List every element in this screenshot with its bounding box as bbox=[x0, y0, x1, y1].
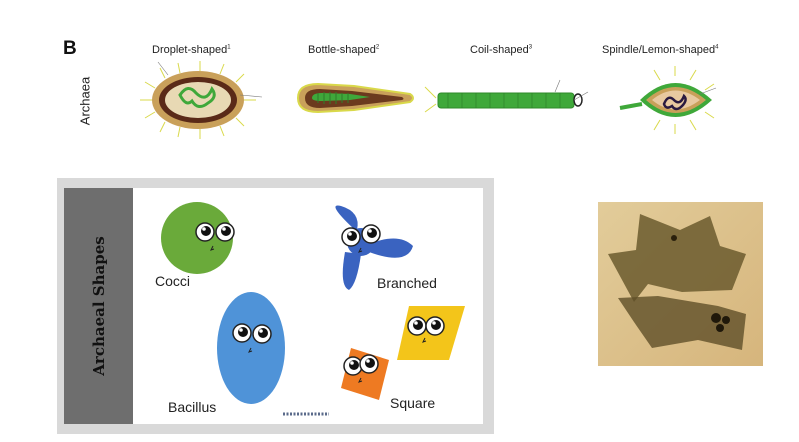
title-coil: Coil-shaped3 bbox=[470, 44, 532, 56]
coil-cell-illustration bbox=[424, 79, 589, 113]
bacillus-cell bbox=[217, 292, 285, 404]
panel-letter: B bbox=[63, 38, 77, 59]
archaea-illustrations bbox=[140, 61, 717, 139]
title-spindle-text: Spindle/Lemon-shaped bbox=[602, 44, 716, 56]
square-cell-orange bbox=[341, 348, 389, 400]
archaeal-shapes-sidebar: Archaeal Shapes bbox=[64, 188, 133, 424]
cocci-label: Cocci bbox=[155, 273, 191, 289]
branched-cell bbox=[335, 205, 413, 290]
title-coil-text: Coil-shaped bbox=[470, 44, 529, 56]
title-droplet-ref: 1 bbox=[227, 44, 231, 51]
square-label: Square bbox=[390, 395, 436, 411]
archaeal-shapes-illustration bbox=[161, 202, 465, 416]
branched-label: Branched bbox=[377, 275, 437, 291]
title-spindle-ref: 4 bbox=[715, 44, 719, 51]
square-cell-yellow bbox=[397, 306, 465, 360]
bottle-cell-illustration bbox=[296, 82, 414, 114]
micrograph-photo bbox=[598, 202, 763, 366]
title-coil-ref: 3 bbox=[528, 44, 533, 51]
cocci-cell bbox=[161, 202, 235, 274]
droplet-cell-illustration bbox=[140, 61, 263, 139]
title-droplet-text: Droplet-shaped bbox=[152, 44, 228, 56]
title-spindle: Spindle/Lemon-shaped4 bbox=[602, 44, 718, 56]
bacillus-label: Bacillus bbox=[168, 399, 217, 415]
title-bottle: Bottle-shaped2 bbox=[308, 44, 379, 56]
title-droplet: Droplet-shaped1 bbox=[152, 44, 231, 56]
title-bottle-ref: 2 bbox=[375, 44, 380, 51]
title-bottle-text: Bottle-shaped bbox=[308, 44, 376, 56]
archaeal-shapes-title: Archaeal Shapes bbox=[89, 236, 108, 376]
spindle-cell-illustration bbox=[619, 66, 717, 134]
